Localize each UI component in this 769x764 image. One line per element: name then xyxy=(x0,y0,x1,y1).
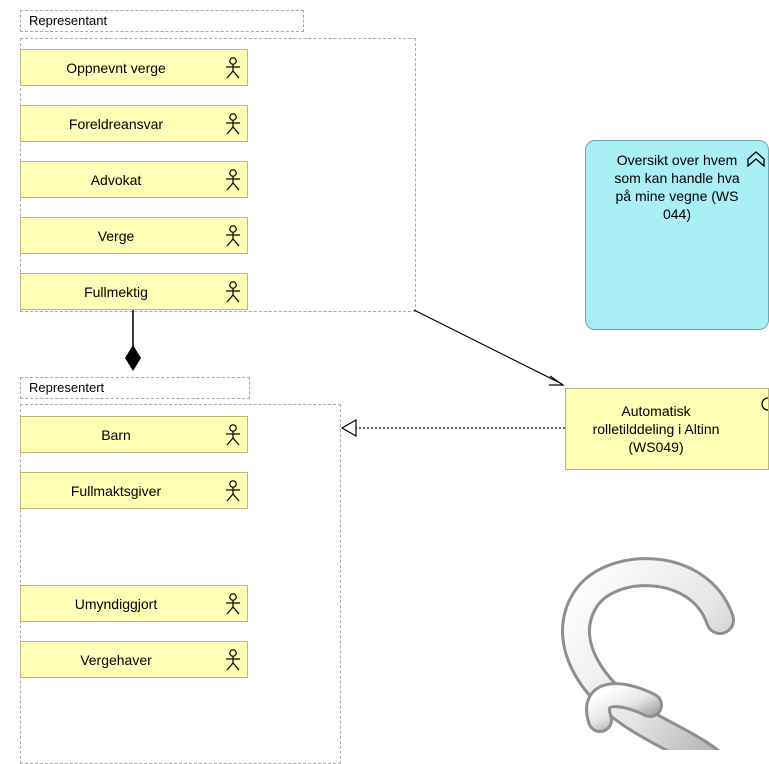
actor-barn[interactable]: Barn xyxy=(20,416,248,453)
actor-label: Vergehaver xyxy=(80,651,152,668)
composition-diamond xyxy=(125,345,141,371)
actor-icon xyxy=(226,649,240,671)
actor-label: Barn xyxy=(101,426,131,443)
actor-vergehaver[interactable]: Vergehaver xyxy=(20,641,248,678)
actor-icon xyxy=(226,113,240,135)
actor-fullmaktsgiver[interactable]: Fullmaktsgiver xyxy=(20,472,248,509)
actor-label: Fullmektig xyxy=(84,283,148,300)
group-representert-tab[interactable]: Representert xyxy=(20,377,250,399)
actor-label: Verge xyxy=(97,227,135,244)
actor-label: Oppnevnt verge xyxy=(66,59,166,76)
actor-label: Foreldreansvar xyxy=(68,115,164,132)
actor-umyndiggjort[interactable]: Umyndiggjort xyxy=(20,585,248,622)
serving-arrowhead xyxy=(549,375,565,386)
actor-oppnevnt-verge[interactable]: Oppnevnt verge xyxy=(20,49,248,86)
actor-label: Umyndiggjort xyxy=(74,595,158,612)
service-automatisk[interactable]: Automatisk rolletilddeling i Altinn (WS0… xyxy=(565,388,769,470)
service-automatisk-label: Automatisk rolletilddeling i Altinn (WS0… xyxy=(592,403,720,455)
actor-icon xyxy=(226,480,240,502)
actor-icon xyxy=(226,281,240,303)
actor-advokat[interactable]: Advokat xyxy=(20,161,248,198)
actor-icon xyxy=(226,225,240,247)
realization-arrowhead xyxy=(340,418,357,438)
actor-verge[interactable]: Verge xyxy=(20,217,248,254)
actor-icon xyxy=(226,593,240,615)
actor-foreldreansvar[interactable]: Foreldreansvar xyxy=(20,105,248,142)
actor-icon xyxy=(226,169,240,191)
group-representant-tab[interactable]: Representant xyxy=(20,10,304,32)
group-representert-title: Representert xyxy=(29,380,105,395)
service-oversikt[interactable]: Oversikt over hvem som kan handle hva på… xyxy=(585,140,769,330)
group-representant-title: Representant xyxy=(29,13,108,28)
actor-label: Advokat xyxy=(90,171,142,188)
actor-icon xyxy=(226,57,240,79)
service-icon xyxy=(761,397,769,411)
service-oversikt-label: Oversikt over hvem som kan handle hva på… xyxy=(614,152,740,222)
actor-label: Fullmaktsgiver xyxy=(70,482,162,499)
serving-line xyxy=(413,309,563,385)
service-icon xyxy=(747,151,765,168)
actor-fullmektig[interactable]: Fullmektig xyxy=(20,273,248,310)
actor-icon xyxy=(226,424,240,446)
